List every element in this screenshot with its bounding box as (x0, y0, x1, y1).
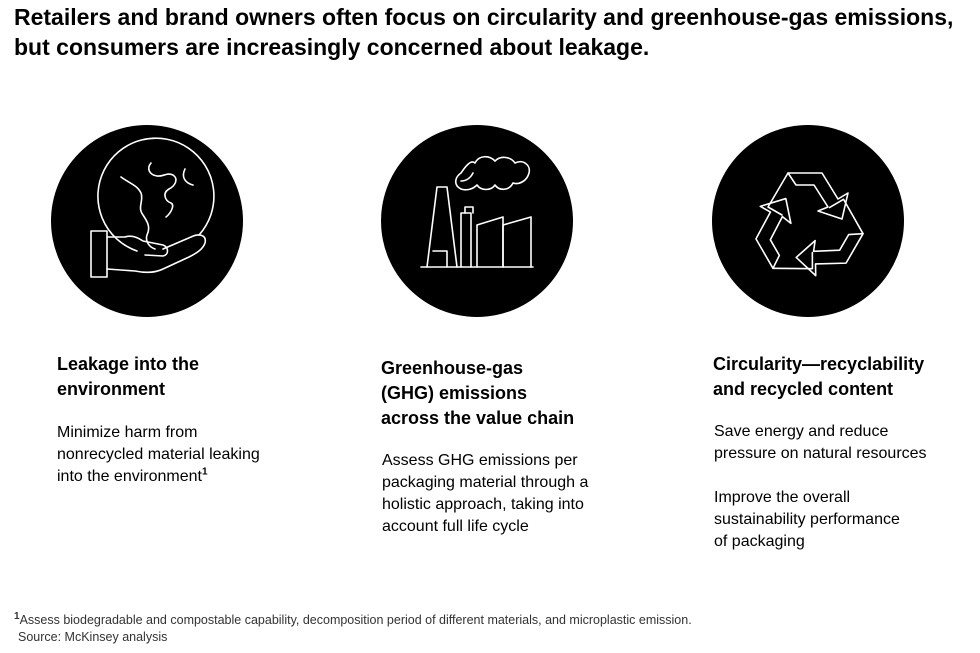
circularity-icon-circle (712, 125, 904, 317)
leakage-heading: Leakage into the environment (57, 354, 200, 399)
circularity-heading: Circularity—recyclability and recycled c… (713, 354, 925, 399)
footnote: 1Assess biodegradable and compostable ca… (14, 610, 692, 646)
ghg-icon-circle (381, 125, 573, 317)
factory-emissions-icon (420, 155, 534, 268)
leakage-icon-circle (51, 125, 243, 317)
leakage-description: Minimize harm from nonrecycled material … (57, 424, 260, 485)
footnote-marker: 1 (201, 466, 208, 478)
source-note: Source: McKinsey analysis (18, 630, 168, 644)
circularity-benefit-2: Improve the overall sustainability perfo… (714, 489, 900, 550)
footnote-text: 1Assess biodegradable and compostable ca… (14, 610, 692, 627)
recycle-icon (755, 172, 864, 277)
circularity-description: Save energy and reduce pressure on natur… (714, 421, 927, 575)
circularity-benefit-1: Save energy and reduce pressure on natur… (714, 423, 927, 462)
ghg-heading: Greenhouse-gas (GHG) emissions across th… (381, 358, 575, 428)
globe-in-hand-icon (90, 137, 215, 278)
page-title: Retailers and brand owners often focus o… (14, 4, 954, 60)
ghg-description: Assess GHG emissions per packaging mater… (382, 452, 589, 535)
